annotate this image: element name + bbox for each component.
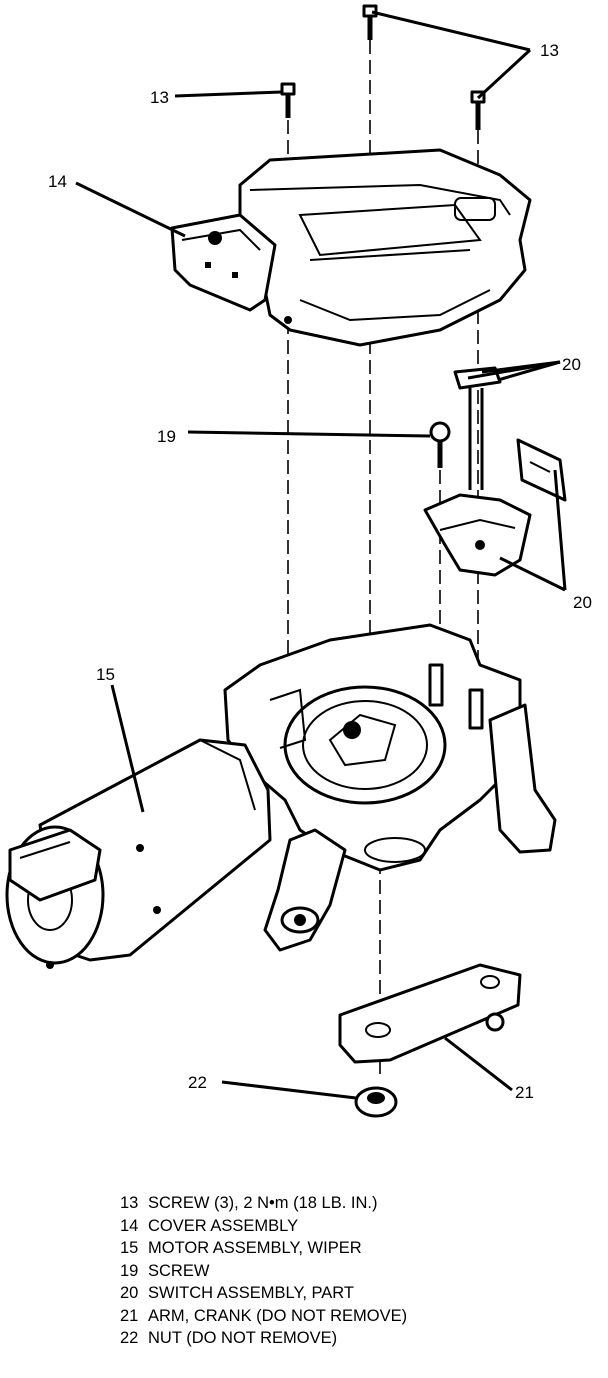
legend-item-21: 21 ARM, CRANK (DO NOT REMOVE) <box>120 1305 590 1328</box>
callout-13-top: 13 <box>540 41 559 60</box>
callout-20-bottom: 20 <box>573 593 592 612</box>
legend-number: 14 <box>120 1216 139 1235</box>
legend-number: 15 <box>120 1239 139 1257</box>
motor-assembly <box>5 738 272 969</box>
callout-14: 14 <box>48 172 67 191</box>
crank-arm <box>338 963 522 1064</box>
legend-description: MOTOR ASSEMBLY, WIPER <box>148 1239 362 1257</box>
exploded-view-diagram: 13 13 14 20 19 20 15 21 22 <box>5 4 592 1118</box>
legend-description: SCREW <box>148 1261 210 1280</box>
leader-lines <box>75 10 567 1100</box>
callout-15: 15 <box>96 665 115 684</box>
legend-description: SWITCH ASSEMBLY, PART <box>148 1284 355 1302</box>
callout-19: 19 <box>157 427 176 446</box>
legend-number: 20 <box>120 1284 139 1302</box>
legend-number: 21 <box>120 1306 139 1325</box>
legend-number: 13 <box>120 1194 139 1212</box>
cover-assembly <box>170 148 532 347</box>
legend-description: COVER ASSEMBLY <box>148 1216 299 1235</box>
screw-13-top <box>362 4 378 40</box>
screw-13-left <box>280 82 296 118</box>
switch-assembly <box>423 366 567 577</box>
callout-13-left: 13 <box>150 88 169 107</box>
legend-item-20: 20 SWITCH ASSEMBLY, PART <box>120 1282 590 1305</box>
legend-number: 19 <box>120 1261 139 1280</box>
nut <box>354 1086 398 1118</box>
legend-description: SCREW (3), 2 N•m (18 LB. IN.) <box>148 1194 378 1212</box>
gearbox-housing <box>223 623 557 952</box>
callout-21: 21 <box>515 1083 534 1102</box>
parts-legend: 13 SCREW (3), 2 N•m (18 LB. IN.) 14 COVE… <box>120 1192 590 1350</box>
callout-20-top: 20 <box>562 355 581 374</box>
legend-item-22: 22 NUT (DO NOT REMOVE) <box>120 1327 590 1350</box>
legend-item-13: 13 SCREW (3), 2 N•m (18 LB. IN.) <box>120 1192 590 1215</box>
legend-description: ARM, CRANK (DO NOT REMOVE) <box>148 1306 408 1325</box>
legend-item-15: 15 MOTOR ASSEMBLY, WIPER <box>120 1237 590 1260</box>
legend-number: 22 <box>120 1329 139 1347</box>
callout-22: 22 <box>188 1073 207 1092</box>
screw-19 <box>429 421 451 468</box>
legend-item-19: 19 SCREW <box>120 1260 590 1283</box>
legend-item-14: 14 COVER ASSEMBLY <box>120 1215 590 1238</box>
legend-description: NUT (DO NOT REMOVE) <box>148 1329 338 1347</box>
